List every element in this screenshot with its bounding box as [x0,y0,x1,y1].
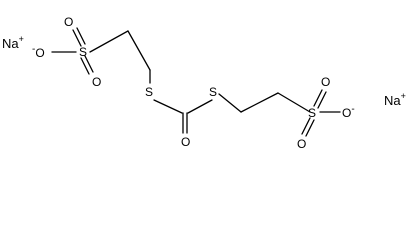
structure-diagram: Na+ O S -O O S S O O S O- O Na+ [2,15,406,151]
bond-right-s-o-bottom-a [301,117,311,135]
left-sulfonate-oxygen-bottom: O [92,75,101,89]
bond-right-s-o-top-a [313,89,323,107]
sodium-right-charge: + [401,91,406,101]
sodium-ion-left: Na+ [2,34,24,51]
bond-left-s-o-top-a [72,29,82,47]
sodium-ion-right: Na+ [384,91,406,108]
right-anion-charge: - [351,104,354,115]
bond-s-carbonyl-left [153,99,183,114]
bond-right-s-o-bottom-b [305,119,315,137]
bond-right-s-c1 [218,93,242,113]
bond-right-c1-c2 [240,92,279,113]
left-sulfonate-sulfur: S [79,45,87,59]
right-sulfonate-oxygen-bottom: O [297,137,306,150]
right-sulfonate-oxygen-top: O [321,75,330,89]
sodium-left-charge: + [19,34,24,44]
bond-left-s-c1 [89,30,129,53]
right-sulfonate-oxygen-anion: O- [342,104,355,120]
bond-left-s-o-bottom-a [80,57,90,75]
bond-left-s-o-top-b [76,27,86,45]
thio-sulfur-right: S [209,85,217,99]
right-anion-oxygen: O [342,106,351,120]
bond-right-c2-s [277,92,311,113]
bond-left-s-o-bottom-b [84,55,94,73]
bond-left-c1-c2 [127,30,151,71]
sodium-left-symbol: Na [2,36,19,51]
carbonyl-oxygen: O [181,135,190,149]
left-anion-charge: - [32,44,35,55]
right-sulfonate-sulfur: S [308,106,316,120]
thio-sulfur-left: S [145,85,153,99]
sodium-right-symbol: Na [384,93,401,108]
bond-right-s-o-top-b [317,91,327,109]
left-sulfonate-oxygen-top: O [64,15,73,29]
left-anion-oxygen: O [35,46,44,60]
structure-svg: Na+ O S -O O S S O O S O- O Na+ [2,15,406,151]
left-sulfonate-oxygen-anion: -O [32,44,45,60]
bond-carbonyl-s-right [187,99,213,114]
